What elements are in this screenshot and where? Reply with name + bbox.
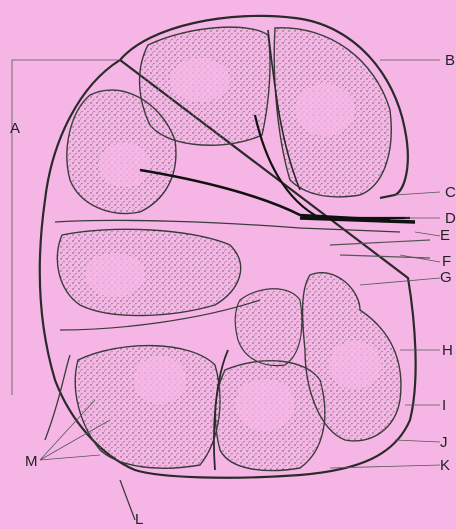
- label-k: K: [440, 457, 450, 474]
- label-b: B: [445, 52, 455, 69]
- label-e: E: [440, 227, 450, 244]
- lobule-small-center: [235, 289, 302, 366]
- germinal-center: [329, 341, 381, 389]
- label-m: M: [25, 453, 38, 470]
- germinal-center: [235, 379, 295, 431]
- label-h: H: [442, 342, 453, 359]
- label-d: D: [445, 210, 456, 227]
- label-j: J: [440, 434, 448, 451]
- germinal-center: [170, 58, 230, 102]
- germinal-center: [134, 356, 186, 404]
- afferent-lymphatic: [45, 355, 70, 440]
- hilum-vessel: [330, 240, 430, 258]
- label-a: A: [10, 120, 20, 137]
- label-l: L: [135, 511, 143, 528]
- label-i: I: [442, 397, 446, 414]
- label-f: F: [442, 253, 451, 270]
- germinal-center: [99, 143, 151, 187]
- afferent-lymphatic: [120, 480, 135, 520]
- germinal-center: [295, 84, 355, 136]
- lobule-middle: [57, 229, 240, 315]
- germinal-center: [85, 253, 145, 297]
- label-g: G: [440, 269, 452, 286]
- label-c: C: [445, 184, 456, 201]
